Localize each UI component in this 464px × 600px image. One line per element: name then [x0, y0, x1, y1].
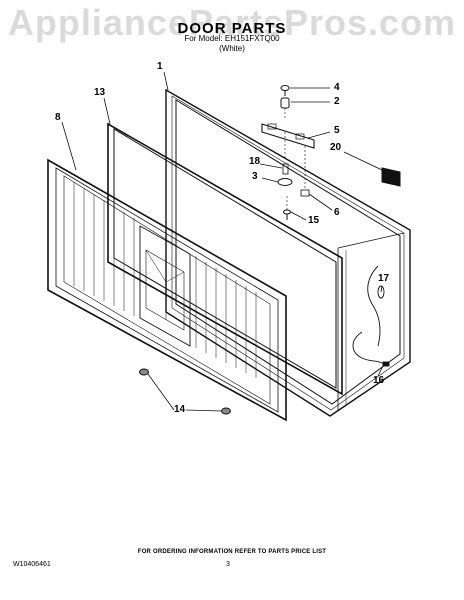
callout-17: 17 — [378, 273, 390, 284]
model-info: For Model: EH151FXTQ00 (White) — [150, 34, 314, 54]
callout-5: 5 — [334, 125, 340, 136]
callout-15: 15 — [308, 215, 320, 226]
callout-1: 1 — [157, 61, 163, 72]
leader-lines — [61, 71, 385, 412]
page-title: DOOR PARTS — [177, 20, 287, 37]
wire-harness — [352, 265, 390, 367]
callout-20: 20 — [330, 142, 342, 153]
color-line: (White) — [219, 44, 245, 53]
ordering-note: FOR ORDERING INFORMATION REFER TO PARTS … — [137, 549, 327, 555]
callout-16: 16 — [373, 375, 385, 386]
callout-3: 3 — [252, 171, 258, 182]
page-number: 3 — [226, 561, 230, 568]
callout-2: 2 — [334, 96, 340, 107]
callout-18: 18 — [249, 156, 261, 167]
door-label — [381, 167, 401, 187]
document-number: W10406461 — [13, 561, 51, 568]
callout-6: 6 — [334, 207, 340, 218]
plug-buttons — [139, 368, 231, 415]
inner-door-panel — [165, 88, 411, 417]
hinge-hardware — [261, 85, 315, 220]
callout-13: 13 — [94, 87, 106, 98]
callout-8: 8 — [55, 112, 61, 123]
model-line: For Model: EH151FXTQ00 — [184, 34, 280, 43]
outer-door — [47, 158, 287, 422]
callout-4: 4 — [334, 82, 340, 93]
callout-14: 14 — [174, 404, 186, 415]
door-gasket — [107, 122, 343, 396]
